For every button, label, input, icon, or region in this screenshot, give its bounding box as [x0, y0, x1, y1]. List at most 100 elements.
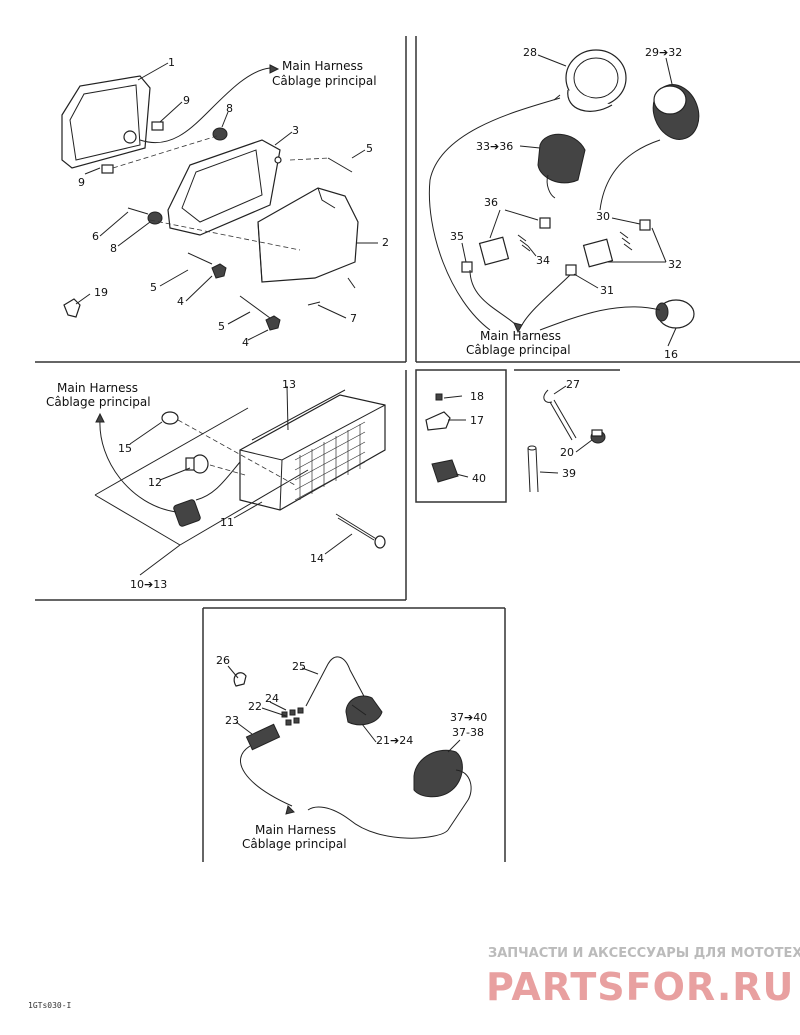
tie-strap-part-27 [543, 389, 577, 441]
callout-33-36: 33➔36 [476, 140, 513, 153]
screw-part-5a [327, 157, 353, 173]
callout-9b: 9 [78, 176, 85, 189]
harness-wire-3 [99, 419, 177, 513]
harness-wires-6 [240, 745, 449, 839]
clip-part-26 [233, 672, 247, 687]
clips-panel: 18 17 40 [425, 390, 486, 485]
harness-arrow-1 [269, 64, 280, 74]
screw-part-5b [187, 252, 213, 265]
callout-25: 25 [292, 660, 306, 673]
callout-24: 24 [265, 692, 279, 705]
headlight-housing [257, 187, 359, 283]
nut-part-4b [265, 315, 281, 331]
callout-10-13: 10➔13 [130, 578, 167, 591]
callout-9a: 9 [183, 94, 190, 107]
socket-connector [173, 461, 241, 527]
callout-5a: 5 [366, 142, 373, 155]
taillight-housing [239, 389, 386, 511]
callout-1: 1 [168, 56, 175, 69]
taillight-panel-labels: 13 15 12 11 14 10➔13 Main Harness Câblag… [46, 378, 324, 591]
switch-part-21 [345, 695, 383, 726]
callout-28: 28 [523, 46, 537, 59]
taillight-lens-grid [294, 421, 366, 501]
harness-label-en-1: Main Harness [282, 59, 363, 73]
callout-15: 15 [118, 442, 132, 455]
callout-6: 6 [92, 230, 99, 243]
figure-code: 1GTs030-I [28, 1001, 72, 1010]
harness-wire-1 [139, 67, 271, 144]
callout-36: 36 [484, 196, 498, 209]
callout-22: 22 [248, 700, 262, 713]
callout-27: 27 [566, 378, 580, 391]
headlight-panel [61, 62, 378, 341]
taillight-panel [94, 385, 386, 576]
tube-part-39 [527, 445, 539, 493]
callout-21-24: 21➔24 [376, 734, 413, 747]
dashed-alignments-p1 [112, 134, 331, 251]
bulb-part-12 [185, 454, 209, 474]
terminals-part-22-24 [281, 707, 304, 726]
wire-part-25 [305, 656, 367, 707]
callout-4b: 4 [242, 336, 249, 349]
clip-part-9 [151, 121, 164, 131]
callout-35: 35 [450, 230, 464, 243]
harness-label-fr-2: Câblage principal [466, 343, 571, 357]
callout-40: 40 [472, 472, 486, 485]
connector-part-31 [565, 264, 577, 276]
harness-arrow-2 [513, 322, 523, 334]
headlight-panel-labels: 1 9 9 8 8 3 5 6 2 5 4 5 4 7 19 Main Harn… [78, 56, 389, 349]
callout-2: 2 [382, 236, 389, 249]
callout-8b: 8 [110, 242, 117, 255]
lamp-part-33 [537, 133, 586, 199]
leader-lines-p6 [227, 665, 461, 753]
panel-frames [35, 36, 800, 862]
callout-4a: 4 [177, 295, 184, 308]
screw-part-7 [307, 301, 321, 306]
ties-panel: 27 20 39 [527, 378, 606, 493]
callout-17: 17 [470, 414, 484, 427]
lamp-part-28 [553, 49, 627, 112]
callout-37-40: 37➔40 [450, 711, 487, 724]
callout-29-32: 29➔32 [645, 46, 682, 59]
clip-part-19 [63, 298, 81, 318]
headlight-lens [61, 75, 151, 169]
callout-30: 30 [596, 210, 610, 223]
leader-lines-p1 [75, 62, 378, 341]
callout-14: 14 [310, 552, 324, 565]
harness-arrow-3 [95, 412, 105, 423]
callout-11: 11 [220, 516, 234, 529]
callout-26: 26 [216, 654, 230, 667]
callout-31: 31 [600, 284, 614, 297]
clip-part-18 [435, 393, 443, 401]
switch-part-16 [655, 299, 695, 329]
connector-part-23 [245, 723, 281, 751]
callout-16: 16 [664, 348, 678, 361]
callout-5c: 5 [218, 320, 225, 333]
leader-lines-p2 [461, 54, 677, 347]
clip-part-17 [425, 411, 451, 431]
callout-32: 32 [668, 258, 682, 271]
callout-39: 39 [562, 467, 576, 480]
screw-part-5c [239, 295, 271, 319]
nut-part-4a [211, 263, 227, 279]
callout-20: 20 [560, 446, 574, 459]
harness-label-fr-1: Câblage principal [272, 74, 377, 88]
screw-part-6 [127, 207, 149, 215]
callout-8a: 8 [226, 102, 233, 115]
clip-part-40 [431, 459, 459, 483]
grommet-part-8 [212, 127, 228, 141]
harness-label-en-3: Main Harness [57, 381, 138, 395]
harness-label-en-2: Main Harness [480, 329, 561, 343]
wire-lamp-29 [599, 139, 661, 211]
switch-panel [227, 656, 472, 839]
callout-3: 3 [292, 124, 299, 137]
watermark-logo: PARTSFOR.RU [486, 965, 794, 1009]
callout-13: 13 [282, 378, 296, 391]
callout-7: 7 [350, 312, 357, 325]
callout-19: 19 [94, 286, 108, 299]
callout-12: 12 [148, 476, 162, 489]
watermark-tagline: ЗАПЧАСТИ И АКСЕССУАРЫ ДЛЯ МОТОТЕХНИКИ [488, 946, 800, 961]
aux-lights-panel-labels: 28 29➔32 33➔36 36 35 34 30 32 31 16 Main… [450, 46, 682, 361]
callout-34: 34 [536, 254, 550, 267]
